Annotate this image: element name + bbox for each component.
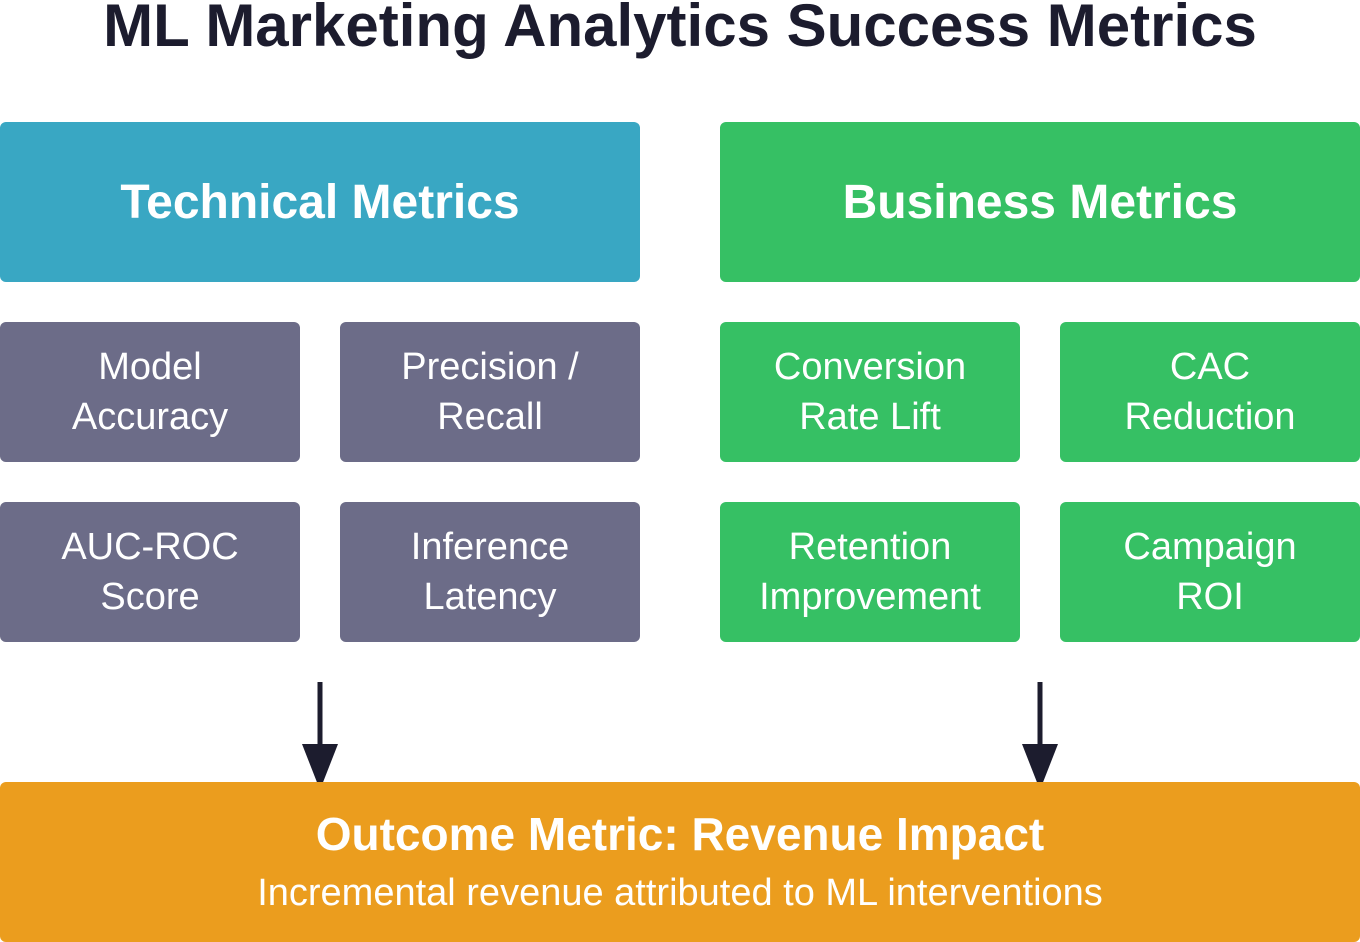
metric-conversion-rate-lift: Conversion Rate Lift [720,322,1020,462]
metric-model-accuracy: Model Accuracy [0,322,300,462]
metric-precision-recall: Precision / Recall [340,322,640,462]
outcome-metric-box: Outcome Metric: Revenue Impact Increment… [0,782,1360,942]
technical-metrics-header: Technical Metrics [0,122,640,282]
metric-cac-reduction: CAC Reduction [1060,322,1360,462]
metric-inference-latency: Inference Latency [340,502,640,642]
outcome-metric-title: Outcome Metric: Revenue Impact [315,808,1045,860]
metric-retention-improvement: Retention Improvement [720,502,1020,642]
business-metrics-header: Business Metrics [720,122,1360,282]
technical-metrics-header-label: Technical Metrics [120,175,520,229]
outcome-metric-subtitle: Incremental revenue attributed to ML int… [257,872,1103,914]
business-metrics-header-label: Business Metrics [842,175,1238,229]
diagram-title: ML Marketing Analytics Success Metrics [103,0,1257,59]
metric-auc-roc-score: AUC-ROC Score [0,502,300,642]
metric-campaign-roi: Campaign ROI [1060,502,1360,642]
business-to-outcome-arrow [1022,682,1058,790]
technical-to-outcome-arrow [302,682,338,790]
